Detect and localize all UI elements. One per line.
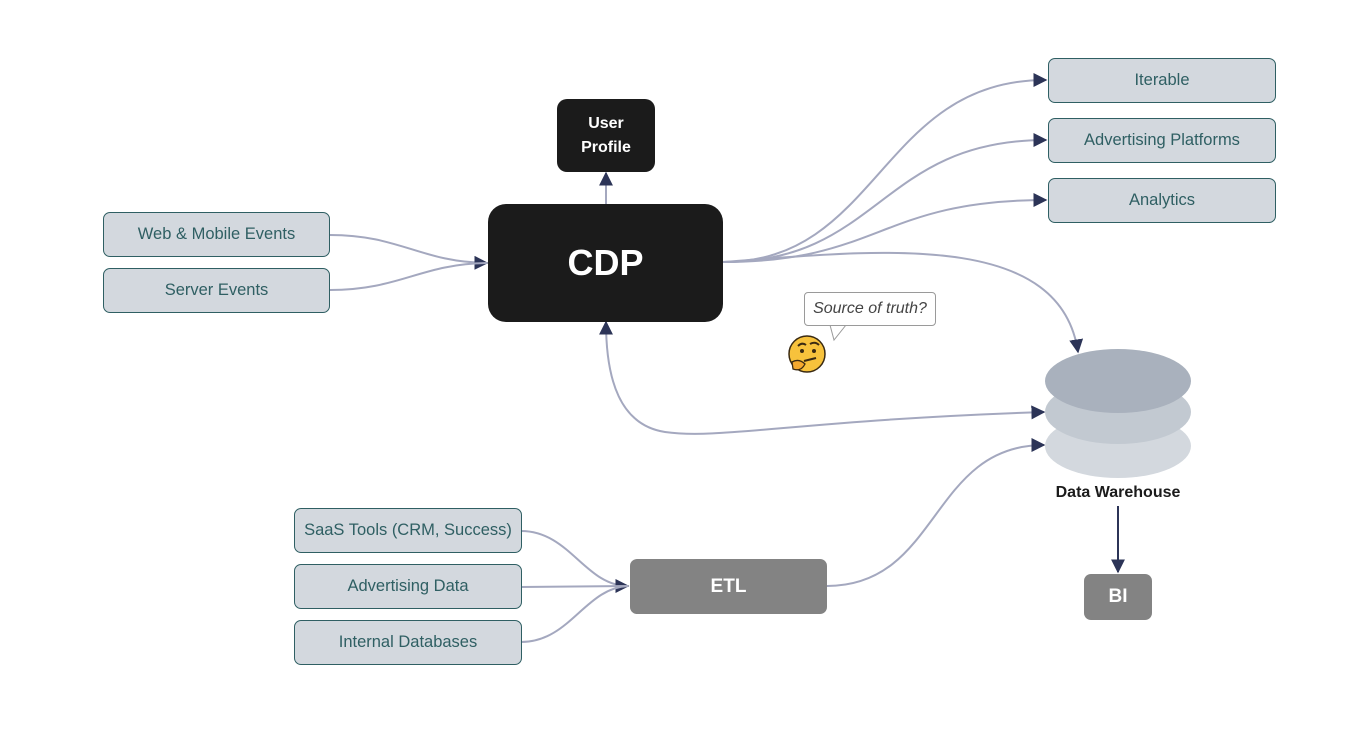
advertising-data-node[interactable]: Advertising Data [294,564,522,609]
edge-cdp-to-advertising [722,133,1048,263]
etl-node[interactable]: ETL [630,559,827,614]
iterable-node[interactable]: Iterable [1048,58,1276,103]
web-mobile-events-node[interactable]: Web & Mobile Events [103,212,330,257]
database-icon[interactable] [1045,349,1191,478]
callout-tail [829,324,847,342]
edge-saas-to-etl [520,530,630,593]
edge-cdp-to-warehouse [722,251,1084,354]
internal-databases-node[interactable]: Internal Databases [294,620,522,665]
saas-tools-node[interactable]: SaaS Tools (CRM, Success) [294,508,522,553]
user-profile-node[interactable]: User Profile [557,99,655,172]
analytics-node[interactable]: Analytics [1048,178,1276,223]
edge-etl-to-warehouse [826,438,1046,587]
edge-web-to-cdp [329,234,489,270]
data-warehouse-label: Data Warehouse [1055,484,1181,501]
edge-addata-to-etl [520,585,629,588]
edge-internal-to-etl [520,585,629,643]
cdp-node[interactable]: CDP [488,204,723,322]
bi-node[interactable]: BI [1084,574,1152,620]
edge-server-to-cdp [329,262,488,291]
source-of-truth-callout: Source of truth? [804,292,936,326]
server-events-node[interactable]: Server Events [103,268,330,313]
edge-cdp-to-analytics [722,193,1048,263]
thinking-face-icon [788,335,826,373]
edge-warehouse-to-cdp [599,320,1046,435]
advertising-platforms-node[interactable]: Advertising Platforms [1048,118,1276,163]
edge-cdp-to-iterable [722,73,1048,263]
